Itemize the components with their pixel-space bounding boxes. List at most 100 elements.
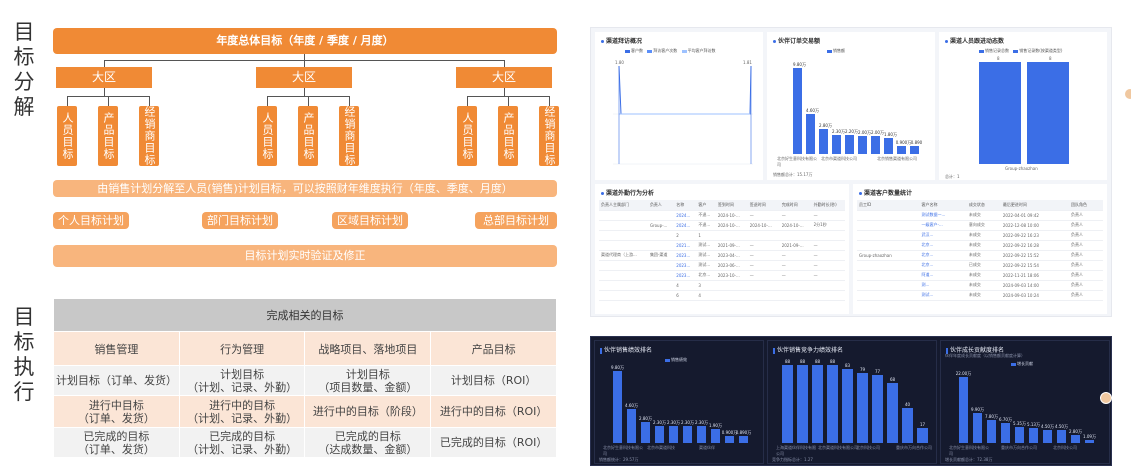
value-label: 2.30万 [667,420,680,426]
panel-title: 伙伴订单交易额 [773,36,820,45]
chart-bar [1071,434,1080,443]
chart-bar [910,146,919,154]
decompose-description-bar: 由销售计划分解至人员(销售)计划目标，可以按照财年维度执行（年度、季度、月度） [53,180,557,197]
chart-footer: 增长贡献额总计：72.38万 [945,457,993,462]
group-name: Group-zhaozhan [857,250,920,261]
value-label: 4.60万 [806,107,819,113]
value-label: 79 [859,366,866,372]
plan-headquarters: 总部目标计划 [475,212,557,229]
sub-target-product: 产品目标 [498,106,518,166]
category-label: 北京好生意科技有限公司 [949,445,989,456]
role-cell: 负责人 [1068,270,1103,281]
value-label: 83 [844,363,851,369]
status-cell: 未成交 [966,230,1001,241]
legend-label: 客户数 [631,48,643,53]
chart-bar [1027,62,1069,164]
side-char: 行 [13,380,35,404]
col-header: 完成时间 [779,200,812,211]
value-label: 0.890万 [735,430,752,436]
assistant-avatar-icon[interactable] [1124,88,1131,100]
chart-footer: 销售额总计：15.17万 [773,172,813,177]
table-row[interactable]: Group-...2024...不退...2024-10-...2024-10-… [599,220,845,231]
chart-bar [979,62,1021,164]
side-char: 分 [13,70,35,94]
date-cell: 2022-09-22 16:28 [1000,240,1069,251]
date-cell: 2022-11-21 18:06 [1000,270,1069,281]
category-label: 北京科技公司 [856,445,880,450]
value-label: 2.30万 [695,420,708,426]
connector-line [304,54,305,60]
chart-bar [1085,439,1094,443]
category-label: 北京销售渠道有限公司 [877,156,917,161]
panel-title: 渠道拜访概况 [601,36,642,45]
date-cell: 2022-09-22 15:54 [1000,260,1069,271]
assistant-avatar-icon[interactable] [1100,392,1112,404]
value-label: 2.30万 [832,128,845,134]
connector-line [149,96,150,106]
table-row[interactable]: 2023...测试...2023-06-...——— [599,260,845,271]
chart-bar [627,409,636,443]
table-row[interactable]: 2021...测试...2021-09-...—2021-09-...— [599,240,845,251]
date-cell: 2022-09-22 16:23 [1000,230,1069,241]
role-cell: 负责人 [1068,290,1103,301]
plan-personal: 个人目标计划 [53,212,129,229]
date-cell: 2022-04-01 09:42 [1000,210,1069,221]
chart-bar [832,134,841,154]
chart-bar [739,436,748,443]
category-label: 北京科技公司 [1053,445,1077,450]
date-cell: 2022-09-22 15:52 [1000,250,1069,261]
chart-legend: 销售记录总数 销售记录数(按渠道类型) [979,48,1062,54]
sub-target-product: 产品目标 [98,106,118,166]
value-label: 2.80万 [639,416,652,422]
value-label: 4.50万 [1055,423,1068,429]
chart-bar [959,377,968,443]
category-sales: 销售管理 [53,331,180,366]
plan-region: 区域目标计划 [332,212,408,229]
value-label: 68 [889,376,896,382]
table-cell: 已完成的目标（ROI） [430,427,557,458]
category-strategy: 战略项目、落地项目 [304,331,432,366]
table-row[interactable]: 2024...不退...2024-10-...——— [599,210,845,221]
panel-title: 渠道外勤行为分析 [601,188,654,197]
value-label: 2.00万 [858,130,871,136]
line-chart [613,65,753,165]
category-label: 北京市渠道科技 [647,445,675,450]
value-label: 4.60万 [625,403,638,409]
connector-line [467,96,468,106]
connector-line [104,60,105,67]
chart-bar [641,422,650,443]
status-cell: 未成交 [966,210,1001,221]
value-label: 2.30万 [653,420,666,426]
value-label: 1.09万 [1083,433,1096,439]
group-name: 渠道代理商（上游... [599,250,648,261]
chart-bar [806,113,815,154]
table-cell: 进行中的目标（ROI） [430,395,557,428]
table-row[interactable]: 2023...北京...2023-10-...——— [599,270,845,281]
chart-bar [812,365,823,443]
value-label: 0.890 [910,140,923,146]
sub-target-personnel: 人员目标 [57,106,77,166]
side-char: 目 [13,20,35,44]
col-header: 最后更进时间 [1000,200,1069,211]
value-label: 0.900万 [721,430,738,436]
light-dashboard-screenshot: 渠道拜访概况 客户数 拜访客户次数 平均客户拜访数 1.80 1.81 伙伴订单… [590,27,1112,317]
sub-target-personnel: 人员目标 [457,106,477,166]
role-cell: 负责人 [1068,220,1103,231]
col-header: 成交状态 [966,200,1001,211]
legend-label: 销售记录数(按渠道类型) [1019,48,1063,53]
value-label: 77 [874,368,881,374]
